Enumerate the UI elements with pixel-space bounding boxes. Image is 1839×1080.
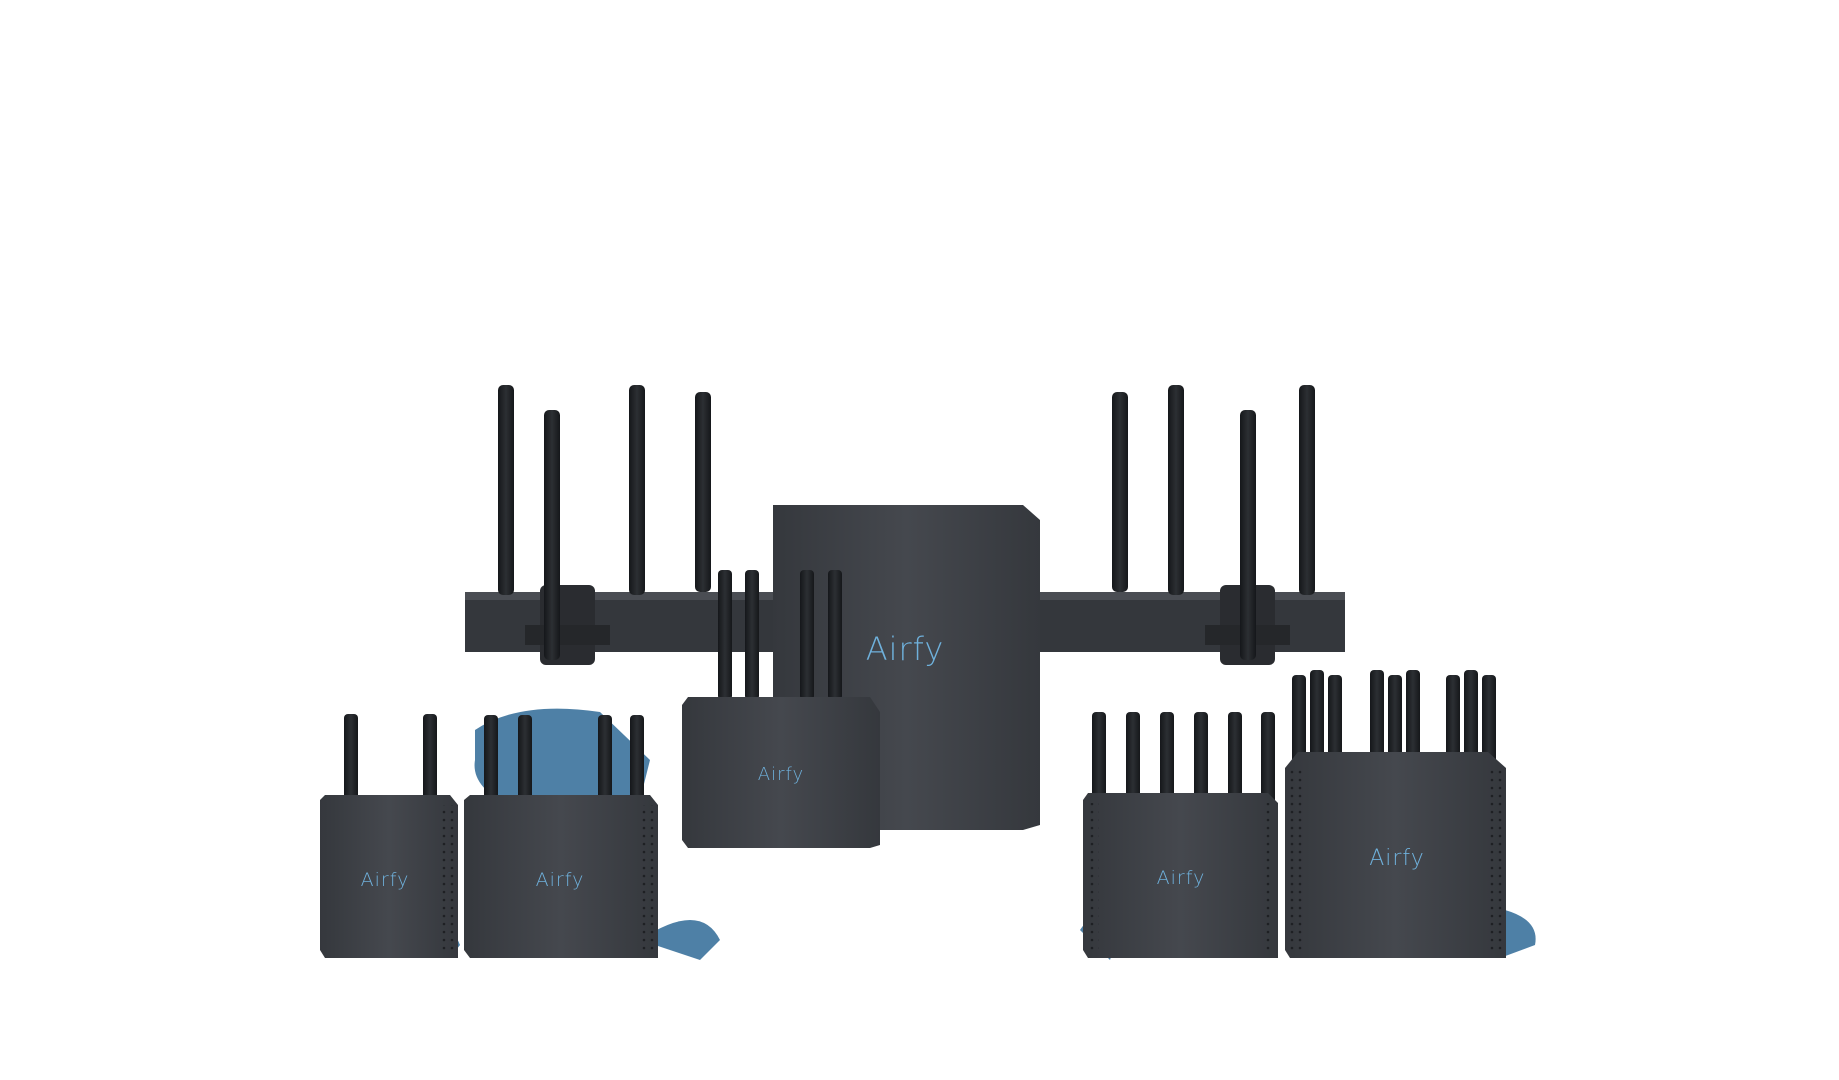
tall-router-body [1285,752,1506,958]
small-router-antennas [344,714,437,804]
six-antenna-router-body [1083,793,1278,958]
small-router-vents [440,805,454,950]
tall-router-antennas [1292,670,1496,765]
six-antenna-router-vents-left [1087,803,1099,950]
dual-router-logo: Airfy [536,869,585,891]
small-router-logo: Airfy [361,869,410,891]
dual-router-vents [640,805,654,950]
hub-logo: Airfy [866,630,945,668]
small-router-body [320,795,458,958]
dual-router-antennas [484,715,644,805]
six-antenna-router-vents-right [1262,803,1274,950]
center-router-body [682,697,880,848]
small-router-device: Airfy [320,714,458,958]
tall-router-vents-right [1490,770,1502,950]
six-antenna-router-antennas [1092,712,1275,807]
tall-router-logo: Airfy [1369,846,1425,871]
center-router-antennas [718,570,842,700]
tall-router-vents-left [1290,770,1302,950]
dual-router-device: Airfy [464,715,658,958]
hub-antennas [498,385,1315,660]
six-antenna-router-logo: Airfy [1157,867,1206,889]
dual-router-body [464,795,658,958]
center-router-device: Airfy [682,570,880,848]
center-router-logo: Airfy [758,764,804,785]
six-antenna-router-device: Airfy [1083,712,1278,958]
tall-router-device: Airfy [1285,670,1506,958]
